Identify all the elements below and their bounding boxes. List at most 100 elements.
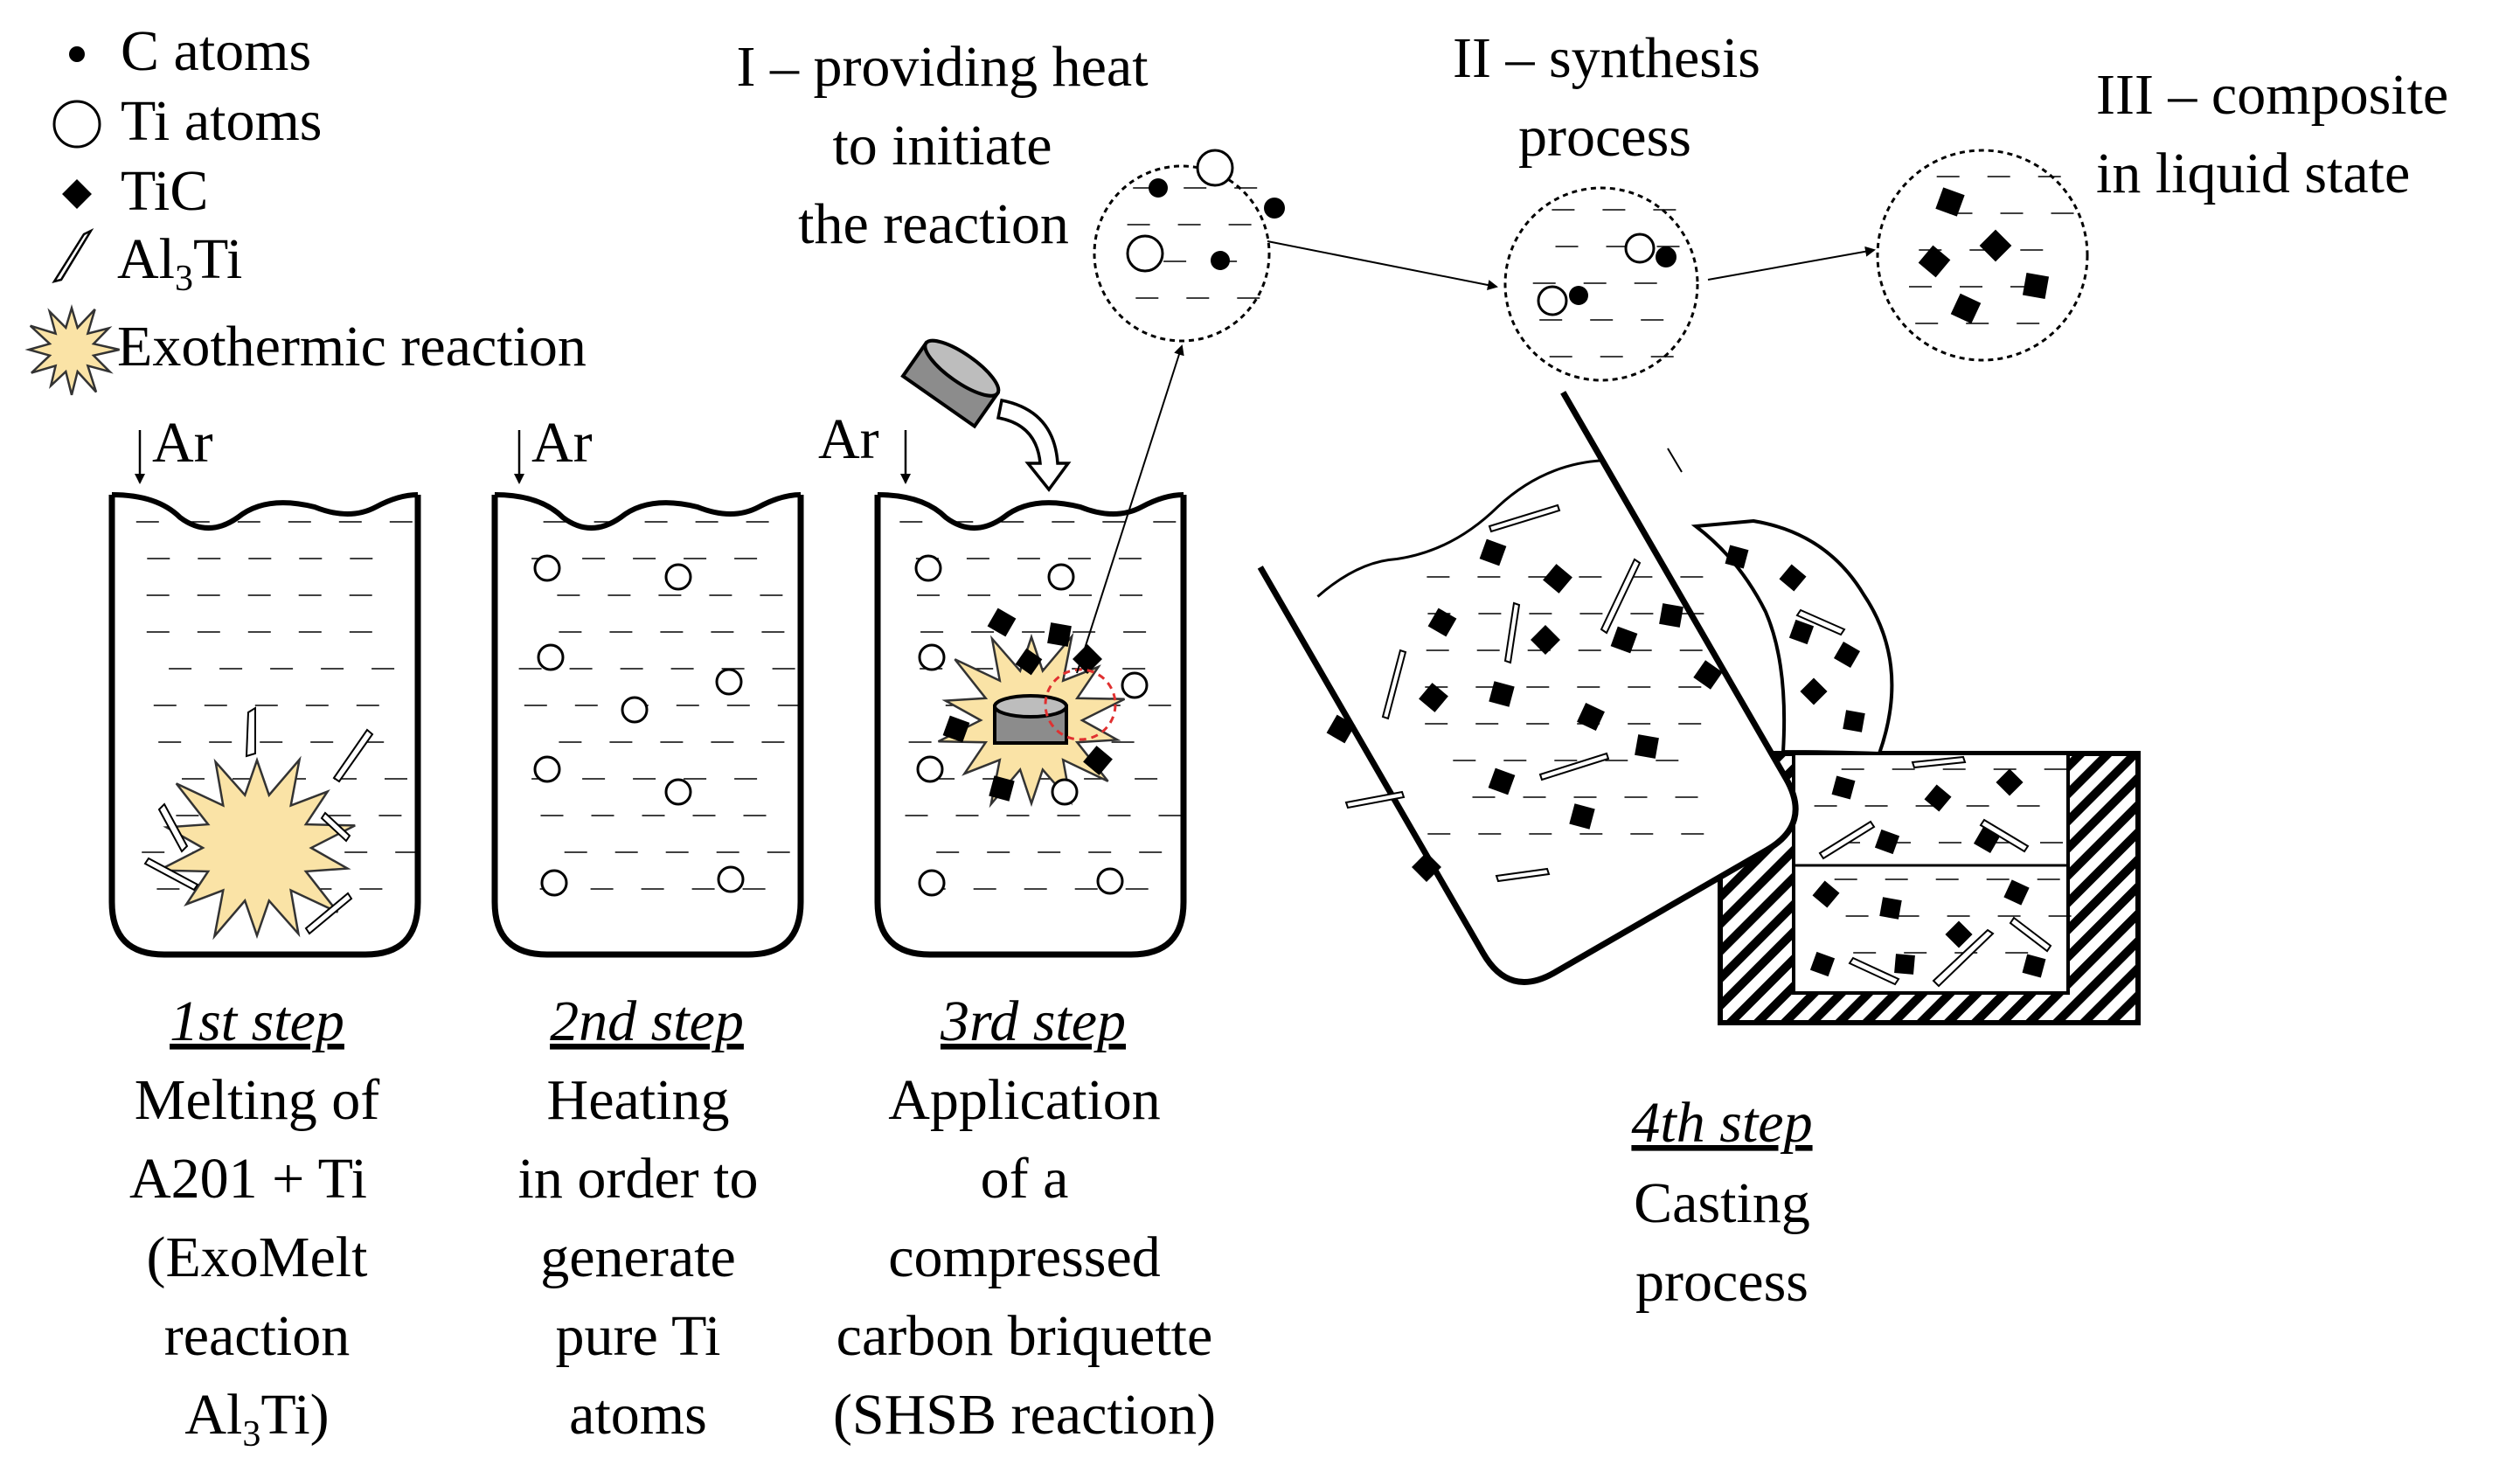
tic-particle <box>1725 545 1749 569</box>
svg-text:to initiate: to initiate <box>832 114 1052 177</box>
svg-text:II – synthesis: II – synthesis <box>1453 26 1760 90</box>
al3ti-needle <box>1979 818 2030 853</box>
ti-atom <box>1196 149 1234 187</box>
tic-particle <box>1569 803 1595 830</box>
svg-text:A201 + Ti: A201 + Ti <box>129 1147 367 1211</box>
ti-atom <box>717 865 745 893</box>
tic-particle <box>1577 703 1605 731</box>
tic-particle <box>1479 538 1507 566</box>
ti-atom <box>537 643 565 671</box>
needle-icon <box>52 227 94 283</box>
svg-text:of a: of a <box>981 1147 1069 1211</box>
filled-diamond-icon <box>62 179 92 209</box>
tic-particle <box>1833 641 1861 669</box>
melt-surface <box>1316 459 1603 598</box>
al3ti-needles <box>1344 503 1642 883</box>
tic-particle <box>1693 660 1723 690</box>
tic-particles <box>1326 538 1723 882</box>
tic-particle <box>1879 897 1902 920</box>
c-atom <box>1264 198 1285 219</box>
tic-particle <box>1489 681 1515 707</box>
zoom-line-to-stage-3 <box>1667 448 1683 473</box>
tic-particle <box>1800 677 1828 705</box>
svg-text:reaction: reaction <box>164 1304 351 1368</box>
legend-item-c-atoms: C atoms <box>69 19 311 83</box>
tic-particle <box>1412 852 1441 882</box>
ti-atom <box>1047 563 1075 591</box>
svg-text:carbon briquette: carbon briquette <box>837 1304 1213 1368</box>
tic-particle <box>2003 879 2030 906</box>
tic-particle <box>1083 746 1113 775</box>
al3ti-needle <box>1344 790 1406 809</box>
tic-particle <box>1788 619 1815 645</box>
svg-text:pure Ti: pure Ti <box>556 1304 721 1368</box>
ti-atom <box>1624 233 1656 264</box>
step-title: 3rd step <box>940 989 1126 1053</box>
svg-text:process: process <box>1518 105 1691 169</box>
al3ti-needle <box>2009 916 2052 953</box>
al3ti-needle <box>1818 820 1876 860</box>
c-atom <box>1149 178 1168 198</box>
tic-particle <box>1831 775 1856 800</box>
al3ti-needle <box>143 857 199 892</box>
step-title: 1st step <box>170 989 344 1053</box>
crucible-step-3: Ar <box>818 338 1187 958</box>
ti-atom <box>914 554 942 582</box>
svg-text:generate: generate <box>540 1226 736 1289</box>
al3ti-needle <box>320 811 351 843</box>
zoom-arrow <box>1076 344 1184 674</box>
al3ti-needles <box>1818 755 2052 988</box>
crucible <box>491 495 804 958</box>
tic-particle <box>1894 954 1915 975</box>
arrow-stage-2-to-3 <box>1707 246 1876 281</box>
svg-text:atoms: atoms <box>569 1383 707 1447</box>
tic-particle <box>1812 880 1840 908</box>
stage-label-1: I – providing heat to initiate the react… <box>736 35 1148 256</box>
ar-label: Ar <box>818 407 879 471</box>
svg-text:process: process <box>1635 1250 1808 1314</box>
tic-particles <box>1725 545 1865 733</box>
svg-text:I – providing heat: I – providing heat <box>736 35 1148 99</box>
svg-text:Application: Application <box>888 1068 1161 1132</box>
ti-atom <box>540 869 568 897</box>
filled-dot-icon <box>69 46 85 62</box>
ti-atom <box>1121 671 1149 699</box>
casting-setup <box>1257 391 2141 1025</box>
al3ti-needle <box>245 706 256 758</box>
step-title: 4th step <box>1631 1091 1812 1155</box>
ti-atom <box>1096 867 1124 895</box>
svg-text:the reaction: the reaction <box>798 192 1069 256</box>
al3ti-needle <box>1495 867 1551 883</box>
tic-particle <box>1531 625 1560 655</box>
al3ti-needle <box>332 728 374 783</box>
tic-particle <box>1488 767 1516 795</box>
legend-label: Al3Ti <box>117 227 242 299</box>
caption-step-1: 1st step Melting of A201 + Ti (ExoMelt r… <box>129 989 379 1455</box>
melt-surface <box>111 492 419 531</box>
liquid-texture <box>1127 187 1260 299</box>
legend-label: Ti atoms <box>121 89 322 153</box>
svg-text:(SHSB reaction): (SHSB reaction) <box>833 1383 1216 1447</box>
tic-particles <box>942 608 1113 802</box>
tic-particle <box>1427 608 1457 637</box>
tic-particle <box>2022 954 2046 978</box>
ti-atom <box>918 869 946 897</box>
al3ti-needle <box>1848 956 1900 986</box>
tic-particle <box>1073 644 1102 674</box>
stage-label-2: II – synthesis process <box>1453 26 1760 169</box>
ti-atom <box>664 563 692 591</box>
svg-text:in liquid state: in liquid state <box>2096 142 2410 205</box>
al3ti-needle <box>304 892 353 935</box>
tic-particle <box>942 715 970 743</box>
tic-particle <box>987 608 1017 637</box>
svg-text:Al3Ti): Al3Ti) <box>184 1383 329 1455</box>
tic-particle <box>1945 920 1973 948</box>
tic-particle <box>1924 784 1952 812</box>
legend-label: Exothermic reaction <box>117 315 587 378</box>
tic-particle <box>1543 564 1572 594</box>
al3ti-needle <box>1795 608 1846 636</box>
tic-particle <box>1996 768 2024 796</box>
legend-label: TiC <box>121 159 208 223</box>
caption-step-4: 4th step Casting process <box>1631 1091 1812 1314</box>
svg-text:Heating: Heating <box>547 1068 730 1132</box>
